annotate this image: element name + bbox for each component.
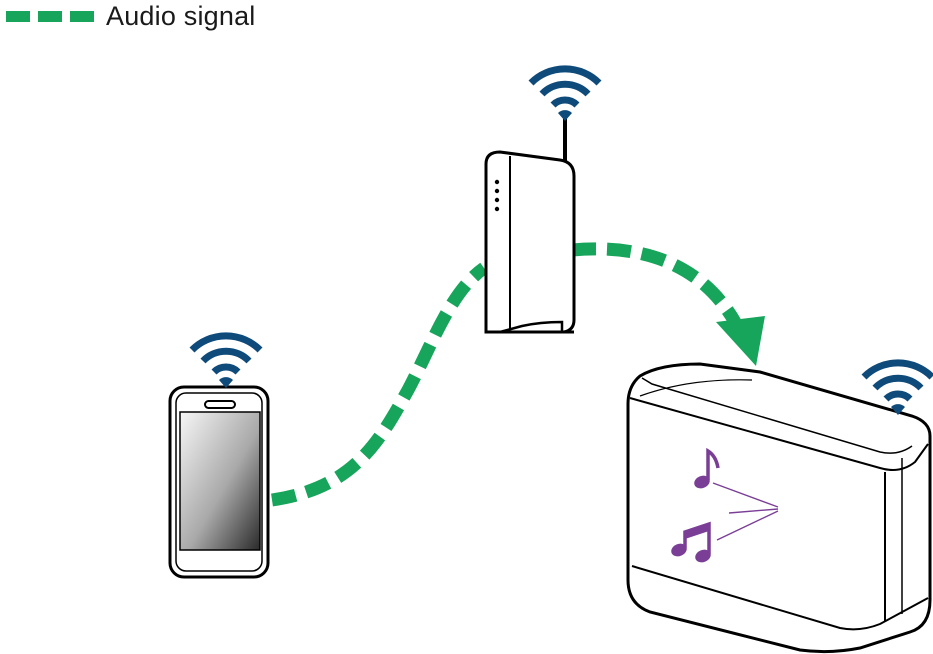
legend: Audio signal — [6, 0, 256, 31]
wifi-icon — [192, 336, 260, 388]
audio-signal-router-to-speaker — [571, 242, 741, 326]
legend-dash — [70, 10, 94, 22]
music-note-icon — [694, 447, 720, 489]
legend-label: Audio signal — [106, 0, 256, 31]
sound-waves — [712, 482, 779, 541]
audio-signal-arrowhead — [716, 316, 765, 366]
audio-signal-phone-to-router — [271, 262, 488, 507]
legend-dash — [6, 10, 30, 22]
legend-dash-swatch — [6, 10, 94, 22]
wireless-speaker — [626, 362, 932, 654]
smartphone — [168, 385, 270, 579]
double-music-note-icon — [671, 521, 711, 563]
wifi-icon — [531, 69, 599, 121]
wireless-router — [484, 118, 576, 334]
legend-dash — [38, 10, 62, 22]
